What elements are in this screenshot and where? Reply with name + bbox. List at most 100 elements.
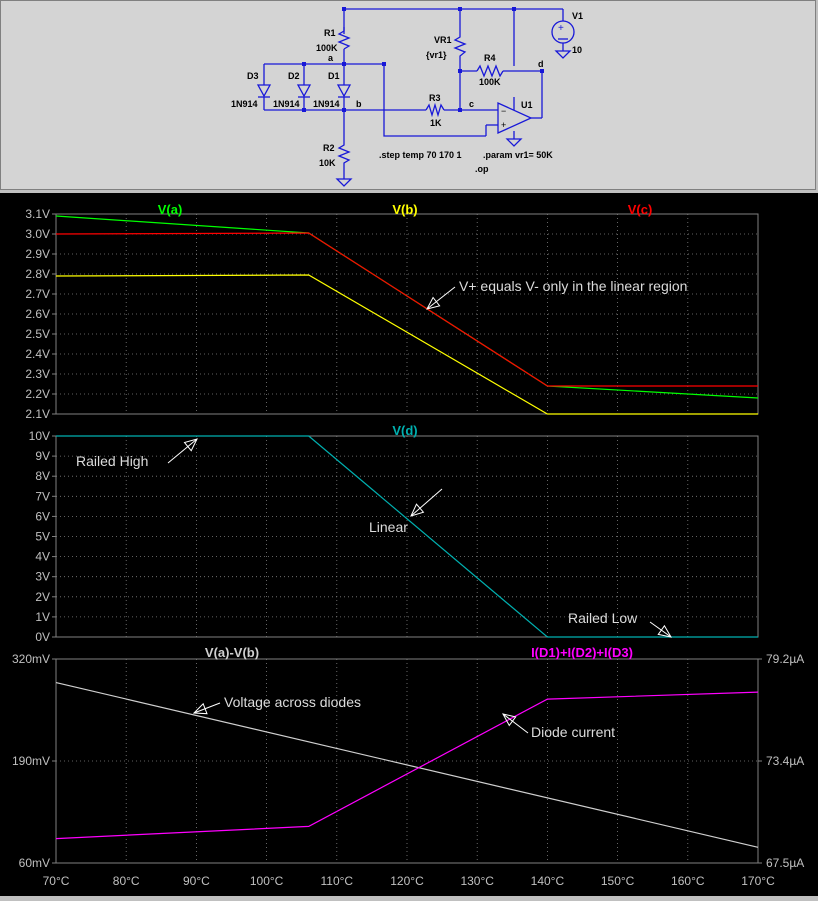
annotation-arrow-0-shaft — [426, 286, 456, 310]
annotation-arrow-1-head — [183, 438, 198, 452]
diode-d2[interactable]: D2 1N914 — [273, 71, 312, 109]
x-tick-label: 140°C — [531, 874, 565, 888]
y-tick-label: 3.1V — [25, 207, 50, 221]
voltage-source-v1[interactable]: + V1 10 — [551, 11, 583, 55]
x-tick-label: 130°C — [460, 874, 494, 888]
y-tick-label: 1V — [35, 610, 50, 624]
plot-pane-top[interactable]: 3.1V3.0V2.9V2.8V2.7V2.6V2.5V2.4V2.3V2.2V… — [25, 202, 759, 421]
svg-text:V1: V1 — [572, 11, 583, 21]
series-line-V(d)[interactable] — [56, 435, 758, 638]
legend-V(b)[interactable]: V(b) — [392, 202, 417, 217]
node-label-d: d — [538, 59, 544, 69]
param-directive[interactable]: .param vr1= 50K — [483, 150, 553, 160]
y-tick-label: 2.7V — [25, 287, 50, 301]
node-label-c: c — [469, 99, 474, 109]
series-line-V(b)[interactable] — [55, 274, 758, 415]
annotation-text-3: Railed Low — [568, 610, 638, 626]
x-tick-label: 110°C — [320, 874, 353, 888]
svg-text:+: + — [501, 120, 506, 130]
annotation-arrow-5-shaft — [502, 713, 529, 734]
svg-text:1K: 1K — [430, 118, 442, 128]
annotation-text-2: Linear — [369, 519, 408, 535]
annotation-arrow-2-shaft — [410, 488, 443, 517]
x-tick-label: 100°C — [250, 874, 284, 888]
y-tick-label: 2.5V — [25, 327, 50, 341]
annotation-arrow-4-shaft — [193, 702, 221, 714]
y2-tick-label: 67.5µA — [766, 856, 804, 870]
y-tick-label: 2.9V — [25, 247, 50, 261]
annotation-arrow-4-head — [192, 702, 208, 715]
svg-text:+: + — [558, 23, 564, 34]
resistor-r1[interactable]: R1 100K — [316, 27, 351, 53]
y-tick-label: 7V — [35, 489, 50, 503]
ground-symbols — [335, 50, 572, 187]
x-tick-label: 150°C — [601, 874, 635, 888]
svg-text:D2: D2 — [288, 71, 300, 81]
annotation-arrow-3-head — [657, 624, 672, 638]
resistor-r4[interactable]: R4 100K — [476, 53, 504, 87]
node-label-b: b — [356, 99, 362, 109]
svg-text:R3: R3 — [429, 93, 441, 103]
schematic-canvas: R1 100K R2 10K R3 1K R4 100K VR1 {vr1} +… — [231, 7, 583, 187]
annotation-arrow-1-shaft — [167, 438, 198, 464]
y-tick-label: 3.0V — [25, 227, 50, 241]
annotation-text-5: Diode current — [531, 724, 615, 740]
y2-tick-label: 79.2µA — [766, 652, 804, 666]
resistor-r2[interactable]: R2 10K — [319, 141, 351, 168]
legend-V(d)[interactable]: V(d) — [392, 423, 417, 438]
y-tick-label: 60mV — [19, 856, 50, 870]
annotation-arrow-3 — [649, 621, 672, 638]
series-line-V(a)-V(b)[interactable] — [55, 681, 759, 848]
legend-V(c)[interactable]: V(c) — [628, 202, 653, 217]
annotation-arrow-5-head — [502, 713, 517, 727]
y-tick-label: 2V — [35, 590, 50, 604]
svg-text:R4: R4 — [484, 53, 496, 63]
legend-I(D1)+I(D2)+I(D3)[interactable]: I(D1)+I(D2)+I(D3) — [531, 645, 633, 660]
y-tick-label: 190mV — [12, 754, 50, 768]
y-tick-label: 9V — [35, 449, 50, 463]
svg-text:10: 10 — [572, 45, 582, 55]
x-tick-label: 90°C — [183, 874, 210, 888]
annotation-text-0: V+ equals V- only in the linear region — [459, 278, 687, 294]
y-tick-label: 4V — [35, 550, 50, 564]
schematic-junctions — [302, 7, 544, 112]
series-line-I(D1)+I(D2)+I(D3)[interactable] — [55, 691, 759, 840]
plot-pane-bottom[interactable]: 320mV 190mV 60mV 79.2µA 73.4µA 67.5µA V(a)-V(b… — [12, 645, 804, 870]
legend-V(a)-V(b)[interactable]: V(a)-V(b) — [205, 645, 259, 660]
x-tick-label: 160°C — [671, 874, 705, 888]
annotation-arrow-0 — [426, 286, 456, 310]
y-tick-label: 3V — [35, 570, 50, 584]
diode-d3[interactable]: D3 1N914 — [231, 71, 272, 109]
svg-text:D1: D1 — [328, 71, 340, 81]
svg-text:−: − — [501, 106, 506, 116]
svg-text:1N914: 1N914 — [313, 99, 340, 109]
opamp-u1[interactable]: − + U1 — [497, 97, 533, 135]
resistor-r3[interactable]: R3 1K — [425, 93, 445, 128]
schematic-panel: R1 100K R2 10K R3 1K R4 100K VR1 {vr1} +… — [0, 0, 816, 190]
legend-V(a)[interactable]: V(a) — [158, 202, 183, 217]
y2-tick-label: 73.4µA — [766, 754, 804, 768]
y-tick-label: 0V — [35, 630, 50, 644]
annotation-arrow-1 — [167, 438, 198, 464]
x-tick-label: 120°C — [390, 874, 424, 888]
series-line-V(c)[interactable] — [55, 232, 758, 387]
svg-text:1N914: 1N914 — [231, 99, 258, 109]
resistor-vr1[interactable]: VR1 {vr1} — [426, 33, 467, 60]
annotation-arrow-4 — [192, 702, 221, 715]
annotation-text-1: Railed High — [76, 453, 148, 469]
svg-text:100K: 100K — [316, 43, 338, 53]
annotation-arrow-3-shaft — [649, 621, 672, 638]
y-tick-label: 8V — [35, 469, 50, 483]
diode-d1[interactable]: D1 1N914 — [313, 71, 352, 109]
svg-text:VR1: VR1 — [434, 35, 452, 45]
y-tick-label: 5V — [35, 530, 50, 544]
y-tick-label: 2.8V — [25, 267, 50, 281]
annotation-text-4: Voltage across diodes — [224, 694, 361, 710]
svg-text:10K: 10K — [319, 158, 336, 168]
waveform-canvas[interactable]: 3.1V3.0V2.9V2.8V2.7V2.6V2.5V2.4V2.3V2.2V… — [0, 193, 818, 896]
op-directive[interactable]: .op — [475, 164, 489, 174]
y-tick-label: 320mV — [12, 652, 50, 666]
step-directive[interactable]: .step temp 70 170 1 — [379, 150, 462, 160]
